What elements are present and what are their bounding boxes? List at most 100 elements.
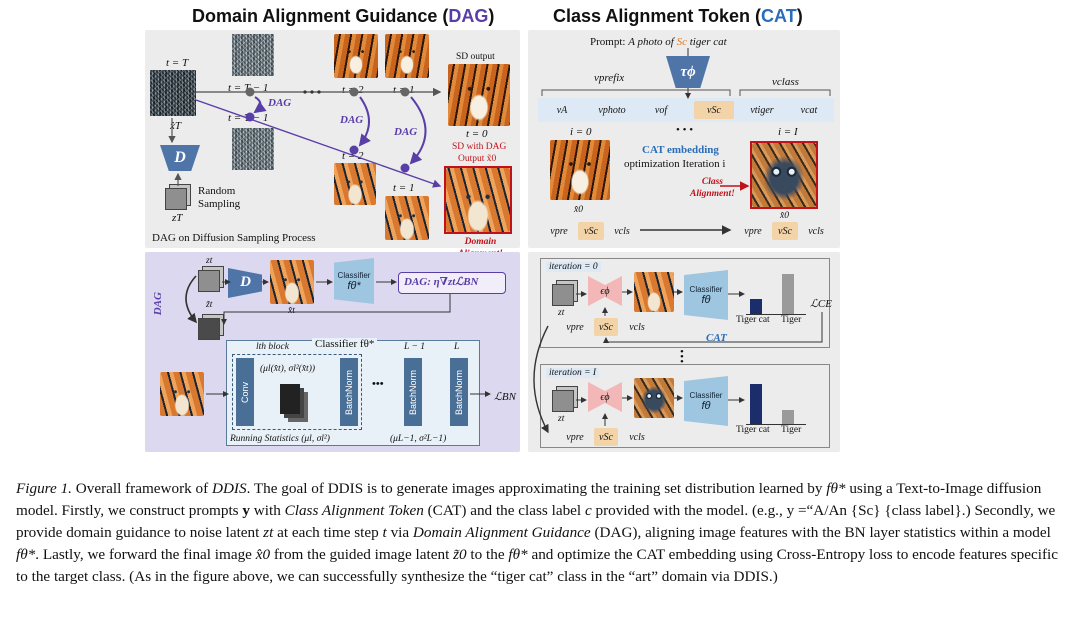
iterI-eps: ϵϕ [600, 391, 610, 403]
iteration-vdots: ••• [680, 346, 684, 368]
iter0-bar-tiger [782, 274, 794, 314]
caption-cat: Class Alignment Token [284, 502, 424, 519]
cat-embedding-label: CAT embedding [642, 144, 719, 156]
iterI-token-vSc: vSc [594, 428, 618, 446]
iter0-token-vpre: vpre [566, 321, 584, 333]
cat-feedback-label: CAT [706, 332, 727, 344]
dag-process-caption: DAG on Diffusion Sampling Process [152, 232, 316, 244]
caption-l2b: with [249, 502, 285, 519]
sd-with-dag-label: SD with DAG [452, 142, 507, 152]
cat-title: Class Alignment Token (CAT) [553, 6, 803, 27]
label-t0: t = 0 [466, 128, 488, 140]
bn-xhat-image [270, 260, 314, 304]
decoder-symbol: D [174, 149, 186, 166]
figure-caption: Figure 1. Overall framework of DDIS. The… [16, 478, 1066, 588]
dag-arrows [168, 87, 442, 188]
iter0-bar-tiger-cat [750, 298, 762, 314]
prompt-label: Prompt: [590, 36, 626, 48]
cat-title-close: ) [796, 6, 803, 26]
bottom-token-vSc-right: vSc [772, 222, 798, 240]
caption-c: c [584, 502, 592, 519]
bottom-token-vpre-right: vpre [744, 225, 762, 237]
iterI-image [634, 378, 674, 418]
classifier-block-label: Classifier fθ* [312, 338, 378, 350]
iterI-zt: zt [558, 414, 565, 424]
iterI-cube [552, 390, 574, 412]
bn-xhat-label: x̂t [288, 306, 295, 316]
loss-ce-label: ℒCE [810, 298, 832, 310]
caption-l2a: using a Text-to-Image diffusion model. F… [16, 480, 1042, 519]
label-xhat-T: x̂T [170, 120, 181, 132]
prompt-end: tiger cat [689, 36, 727, 48]
noise-image-T [150, 70, 196, 116]
bn-ellipsis: ••• [372, 378, 384, 390]
iterI-label-tiger: Tiger [781, 425, 802, 435]
iterI-classifier-f: fθ [701, 399, 711, 412]
token-vcat: vcat [800, 104, 818, 116]
caption-l2d: provided with the model. (e.g., [591, 502, 787, 519]
iteration-I-label: iteration = I [546, 368, 600, 378]
caption-s1b: . The goal of DDIS is to generate images… [246, 480, 827, 497]
prompt-line: Prompt: A photo of Sc tiger cat [590, 36, 727, 48]
bn-classifier-small-f: fθ* [347, 279, 361, 292]
iter0-token-vcls: vcls [629, 321, 645, 333]
caption-l4c: from the guided image latent [270, 546, 454, 563]
caption-l2c: (CAT) and the class label [423, 502, 585, 519]
iter0-label-tiger: Tiger [781, 315, 802, 325]
iter0-classifier: Classifier fθ [684, 270, 728, 320]
token-vphoto: vphoto [598, 104, 626, 116]
bn-arrows [185, 275, 491, 397]
noise-image-T1-bottom [232, 128, 274, 170]
iterI-bar-chart [746, 378, 806, 425]
caption-z0: z̃0 [453, 546, 467, 563]
stats-formula: (μl(x̂t), σl²(x̂t)) [260, 364, 316, 374]
noise-image-T1-top [232, 34, 274, 76]
cat-arrows [541, 48, 831, 235]
token-vof: vof [654, 104, 668, 116]
dag-title-text: Domain Alignment Guidance ( [192, 6, 449, 26]
bottom-token-vSc-left: vSc [578, 222, 604, 240]
caption-l4b: . Lastly, we forward the final image [35, 546, 256, 563]
iterI-classifier-text: Classifier [689, 390, 723, 400]
iteration-I-frame [540, 364, 830, 448]
running-stats-label: Running Statistics (μl, σl²) [230, 434, 330, 444]
iterI-label-tiger-cat: Tiger cat [736, 425, 770, 435]
dag-formula-box [398, 272, 506, 294]
dag-title-abbr: DAG [448, 6, 489, 26]
dag-label-1: DAG [268, 97, 292, 109]
dag-label-3: DAG [394, 126, 418, 138]
iter0-image [634, 272, 674, 312]
iterI-token-vcls: vcls [629, 431, 645, 443]
bottom-token-vpre-left: vpre [550, 225, 568, 237]
L-label: L [454, 342, 460, 352]
tiger-t1-top [385, 34, 429, 78]
iter0-zt: zt [558, 308, 565, 318]
sd-output-label: SD output [456, 52, 495, 62]
loss-bn-label: ℒBN [494, 391, 516, 403]
tiger-t2-top [334, 34, 378, 78]
caption-l4e: and optimize the CAT embedding using Cro… [16, 546, 1058, 585]
caption-fig-label: Figure 1. [16, 480, 72, 497]
bn-cube-zt [198, 270, 220, 292]
iterI-bar-tiger-cat [750, 384, 762, 424]
dag-title-close: ) [488, 6, 495, 26]
caption-fstar-3: fθ* [508, 546, 528, 563]
caption-l3b: at each time step [273, 524, 383, 541]
caption-example: y =“A/An {Sc} {class label}. [786, 502, 966, 519]
caption-fstar-1: fθ* [826, 480, 846, 497]
label-zT: zT [172, 212, 183, 224]
caption-l4d: to the [466, 546, 509, 563]
bottom-token-vcls-left: vcls [614, 225, 630, 237]
caption-y: y [242, 502, 250, 519]
caption-s1a: Overall framework of [71, 480, 212, 497]
token-vtiger: vtiger [750, 104, 774, 116]
v-prefix-label: vprefix [594, 72, 625, 84]
caption-fstar-2: fθ* [16, 546, 36, 563]
caption-zt: zt [263, 524, 274, 541]
token-vSc: vSc [694, 101, 734, 119]
prompt-sc: Sc [676, 36, 687, 48]
class-alignment-label: Class Alignment! [690, 177, 735, 199]
iter0-cube [552, 284, 574, 306]
v-class-label: vclass [772, 76, 799, 88]
caption-l3a: ) Secondly, we provide domain guidance t… [16, 502, 1056, 541]
